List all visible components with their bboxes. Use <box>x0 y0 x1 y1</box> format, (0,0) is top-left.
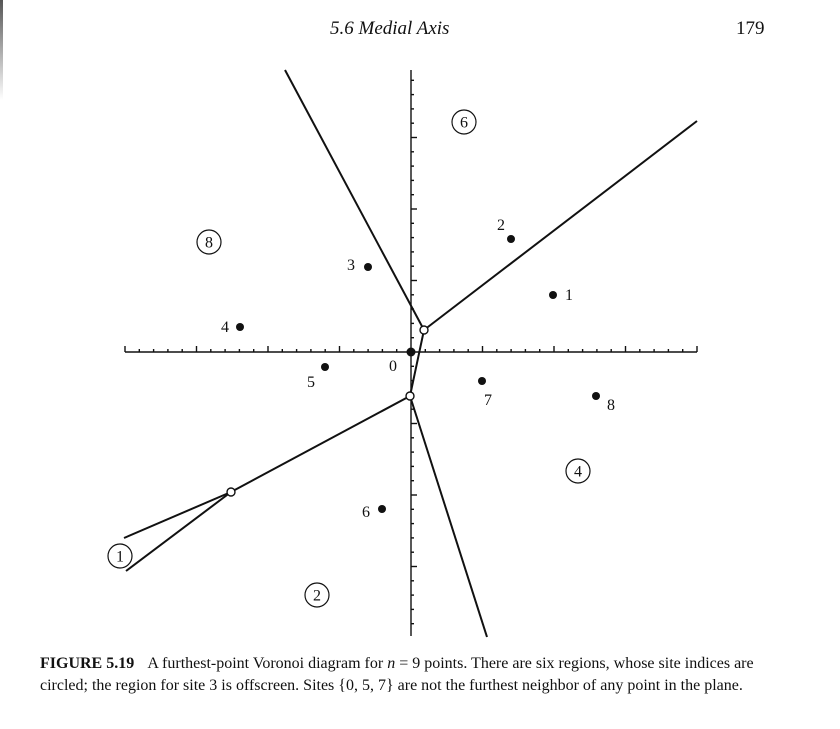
region-circle <box>304 582 330 608</box>
site-label-5: 5 <box>307 374 315 391</box>
site-point-2 <box>507 235 515 243</box>
site-label-0: 0 <box>389 358 397 375</box>
site-label-7: 7 <box>484 392 492 409</box>
site-label-2: 2 <box>497 217 505 234</box>
sites: 0 1 2 3 4 5 6 7 8 <box>221 217 615 521</box>
site-label-4: 4 <box>221 319 229 336</box>
voronoi-edge <box>423 120 698 331</box>
figure-number: FIGURE 5.19 <box>40 655 135 672</box>
region-circle <box>451 109 477 135</box>
voronoi-edge <box>284 69 425 331</box>
site-label-8: 8 <box>607 397 615 414</box>
site-point-4 <box>236 323 244 331</box>
region-label: 2 <box>313 588 321 605</box>
caption-text-after: = 9 points. There are six regions, whose… <box>40 655 754 694</box>
site-point-6 <box>378 505 386 513</box>
region-label: 4 <box>574 464 582 481</box>
voronoi-edge <box>409 329 425 397</box>
region-circle <box>196 229 222 255</box>
voronoi-vertex <box>405 391 415 401</box>
region-label: 6 <box>460 115 468 132</box>
voronoi-vertices <box>226 325 429 497</box>
region-label: 1 <box>116 549 124 566</box>
site-point-5 <box>321 363 329 371</box>
scan-edge <box>0 0 3 100</box>
running-head: 5.6 Medial Axis 179 <box>0 18 840 44</box>
site-point-8 <box>592 392 600 400</box>
section-title: 5.6 Medial Axis <box>330 18 450 39</box>
page-number: 179 <box>736 18 765 39</box>
voronoi-edge <box>409 395 488 638</box>
voronoi-edge <box>123 491 232 539</box>
voronoi-vertex <box>226 487 236 497</box>
caption-text: A furthest-point Voronoi diagram for n =… <box>40 655 754 694</box>
region-circle <box>565 458 591 484</box>
caption-text-before: A furthest-point Voronoi diagram for <box>147 655 388 672</box>
region-label: 8 <box>205 235 213 252</box>
voronoi-vertex <box>419 325 429 335</box>
caption-math-n: n <box>387 655 396 672</box>
site-label-6: 6 <box>362 504 370 521</box>
site-point-1 <box>549 291 557 299</box>
site-point-3 <box>364 263 372 271</box>
site-label-3: 3 <box>347 257 355 274</box>
voronoi-edge <box>125 491 232 572</box>
voronoi-edges <box>123 69 698 638</box>
axis-ticks <box>124 79 698 625</box>
site-point-7 <box>478 377 486 385</box>
region-labels: 6 8 4 1 2 <box>107 109 591 608</box>
voronoi-edge <box>230 395 411 493</box>
site-point-0 <box>406 347 416 357</box>
figure-caption: FIGURE 5.19 A furthest-point Voronoi dia… <box>40 653 800 697</box>
region-circle <box>107 543 133 569</box>
site-label-1: 1 <box>565 287 573 304</box>
